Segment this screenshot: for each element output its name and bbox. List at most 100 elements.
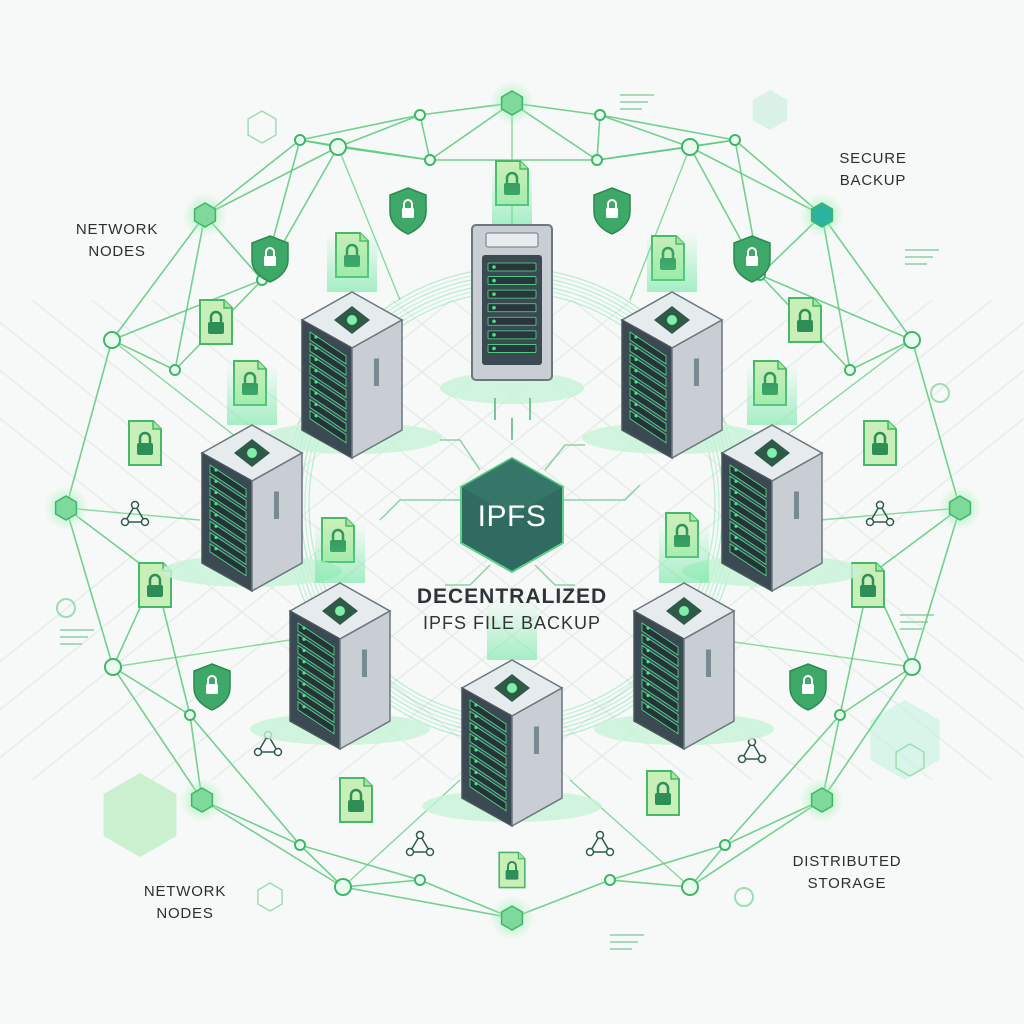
mesh-link <box>911 339 961 509</box>
label-network-nodes-top: NETWORK NODES <box>52 219 182 263</box>
mesh-link <box>299 114 421 141</box>
network-node-icon <box>834 709 846 721</box>
server-rack-icon <box>582 232 762 460</box>
label-secure-backup: SECURE BACKUP <box>818 148 928 192</box>
title-line-2: IPFS FILE BACKUP <box>422 613 602 633</box>
network-node-icon <box>424 154 436 166</box>
mesh-link <box>65 507 201 521</box>
server-rack-icon <box>162 365 342 593</box>
label-line: NODES <box>88 243 146 260</box>
triangle-cluster-icon <box>120 500 150 527</box>
mesh-link <box>596 139 736 161</box>
network-node-icon <box>104 658 122 676</box>
mesh-link <box>779 339 913 441</box>
mesh-link <box>569 779 691 888</box>
title-line-1: DECENTRALIZED <box>416 585 608 608</box>
mesh-link <box>299 844 421 881</box>
server-rack-icon <box>440 165 584 404</box>
network-node-icon <box>329 138 347 156</box>
mesh-link <box>821 214 913 341</box>
locked-document-icon <box>498 851 526 889</box>
network-node-hex-icon <box>500 905 524 931</box>
lock-shield-icon <box>593 187 631 235</box>
mesh-link <box>609 879 691 888</box>
network-node-icon <box>184 709 196 721</box>
network-node-icon <box>294 134 306 146</box>
decor-ring <box>930 383 950 403</box>
mesh-link <box>609 844 726 881</box>
circuit-trace <box>544 444 585 471</box>
mesh-link <box>201 799 344 888</box>
network-node-hex-icon <box>54 495 78 521</box>
decor-ring <box>734 887 754 907</box>
locked-document-icon <box>339 777 373 823</box>
mesh-link <box>112 666 203 801</box>
server-rack-icon <box>250 523 430 751</box>
label-line: BACKUP <box>839 172 907 189</box>
mesh-link <box>419 114 431 161</box>
lock-shield-icon <box>193 663 231 711</box>
background-hexagon <box>870 700 940 780</box>
network-node-icon <box>294 839 306 851</box>
mesh-link <box>819 507 961 521</box>
mesh-link <box>337 114 421 148</box>
network-node-hex-icon <box>190 787 214 813</box>
network-node-icon <box>844 364 856 376</box>
decor-ring <box>56 598 76 618</box>
network-node-hex-icon <box>810 202 834 228</box>
server-rack-icon <box>682 365 862 593</box>
lock-shield-icon <box>389 187 427 235</box>
network-node-hex-icon <box>193 202 217 228</box>
server-ring <box>162 165 862 828</box>
network-node-hex-icon <box>500 90 524 116</box>
mesh-link <box>849 339 913 371</box>
lock-shield-icon <box>789 663 827 711</box>
label-network-nodes-bottom: NETWORK NODES <box>120 881 250 925</box>
triangle-cluster-icon <box>737 737 767 764</box>
mesh-link <box>629 146 691 301</box>
mesh-link <box>65 507 114 668</box>
mesh-link <box>204 146 339 216</box>
network-node-icon <box>719 839 731 851</box>
label-distributed-storage: DISTRIBUTED STORAGE <box>772 851 922 895</box>
mesh-link <box>689 799 823 888</box>
mesh-link <box>724 714 841 846</box>
mesh-link <box>719 639 913 668</box>
security-shields <box>193 187 827 711</box>
server-rack-icon <box>422 600 602 828</box>
locked-document-icon <box>788 297 822 343</box>
triangle-cluster-icon <box>405 830 435 857</box>
mesh-link <box>839 666 913 716</box>
mesh-link <box>337 146 401 301</box>
mesh-link <box>111 339 176 371</box>
mesh-link <box>111 339 241 441</box>
mesh-link <box>599 114 736 141</box>
server-rack-icon <box>594 523 774 751</box>
mesh-link <box>299 139 431 161</box>
mesh-link <box>111 214 206 341</box>
mesh-link <box>189 714 301 846</box>
network-node-icon <box>169 364 181 376</box>
background-hexagon <box>752 90 788 130</box>
ipfs-hexagon-shade-icon <box>461 458 563 516</box>
triangle-cluster-icon <box>253 730 283 757</box>
server-rack-icon <box>262 232 442 460</box>
circuit-trace <box>379 499 461 521</box>
lock-shield-icon <box>733 235 771 283</box>
network-node-icon <box>591 154 603 166</box>
label-line: NETWORK <box>75 221 159 238</box>
network-mesh-nodes <box>44 81 982 940</box>
network-node-icon <box>604 874 616 886</box>
grid-line <box>91 299 693 781</box>
circuit-trace <box>445 564 491 586</box>
network-node-hex-icon <box>810 787 834 813</box>
network-node-icon <box>414 109 426 121</box>
locked-document-icon <box>199 299 233 345</box>
diagram-title: DECENTRALIZED IPFS FILE BACKUP <box>372 584 652 636</box>
mesh-link <box>911 507 961 668</box>
ipfs-hub: IPFS <box>460 456 564 574</box>
background-hexagon <box>247 110 277 144</box>
triangle-cluster-icon <box>585 830 615 857</box>
background-hexagon <box>257 882 283 912</box>
